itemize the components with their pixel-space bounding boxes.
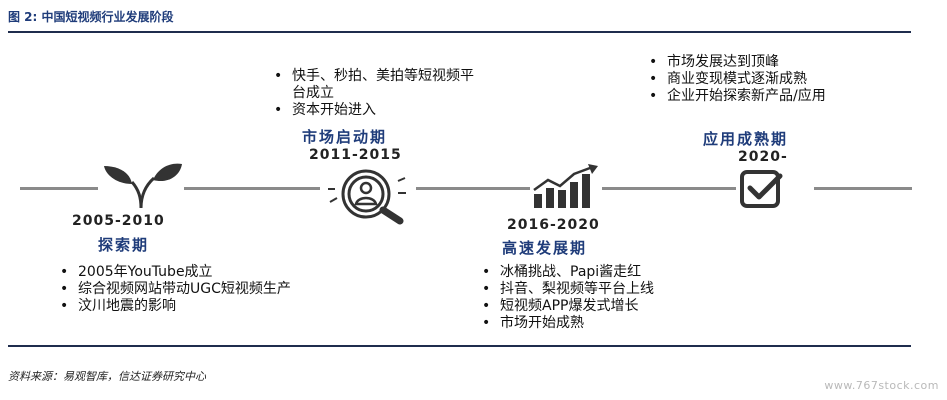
list-item: 企业开始探索新产品/应用 xyxy=(645,88,885,105)
stage-period-1: 2005-2010 xyxy=(72,213,165,229)
checkbox-icon xyxy=(736,166,814,218)
list-item: 资本开始进入 xyxy=(270,102,480,119)
list-item: 市场发展达到顶峰 xyxy=(645,54,885,71)
list-item: 市场开始成熟 xyxy=(478,315,778,332)
timeline-line xyxy=(20,187,912,190)
stage-period-2: 2011-2015 xyxy=(309,147,402,163)
list-item: 综合视频网站带动UGC短视频生产 xyxy=(56,281,296,298)
bar-chart-trend-icon xyxy=(530,164,602,216)
list-item: 抖音、梨视频等平台上线 xyxy=(478,281,778,298)
figure-title: 图 2: 中国短视频行业发展阶段 xyxy=(8,10,174,24)
stage-bullets-1: 2005年YouTube成立 综合视频网站带动UGC短视频生产 汶川地震的影响 xyxy=(56,264,296,315)
stage-bullets-3: 冰桶挑战、Papi酱走红 抖音、梨视频等平台上线 短视频APP爆发式增长 市场开… xyxy=(478,264,778,332)
bottom-divider xyxy=(8,345,911,347)
stage-name-1: 探索期 xyxy=(98,236,150,254)
top-divider xyxy=(8,31,911,33)
leaves-icon xyxy=(98,160,184,216)
person-magnifier-icon xyxy=(320,166,416,230)
stage-name-4: 应用成熟期 xyxy=(703,130,789,148)
source-note: 资料来源：易观智库，信达证券研究中心 xyxy=(8,370,206,383)
watermark: www.767stock.com xyxy=(824,379,939,392)
stage-period-4: 2020- xyxy=(738,149,788,165)
list-item: 快手、秒拍、美拍等短视频平台成立 xyxy=(270,68,480,102)
list-item: 冰桶挑战、Papi酱走红 xyxy=(478,264,778,281)
list-item: 汶川地震的影响 xyxy=(56,298,296,315)
stage-period-3: 2016-2020 xyxy=(507,217,600,233)
stage-bullets-2: 快手、秒拍、美拍等短视频平台成立 资本开始进入 xyxy=(270,68,480,119)
list-item: 商业变现模式逐渐成熟 xyxy=(645,71,885,88)
stage-bullets-4: 市场发展达到顶峰 商业变现模式逐渐成熟 企业开始探索新产品/应用 xyxy=(645,54,885,105)
list-item: 短视频APP爆发式增长 xyxy=(478,298,778,315)
list-item: 2005年YouTube成立 xyxy=(56,264,296,281)
stage-name-3: 高速发展期 xyxy=(502,239,588,257)
stage-name-2: 市场启动期 xyxy=(302,128,388,146)
